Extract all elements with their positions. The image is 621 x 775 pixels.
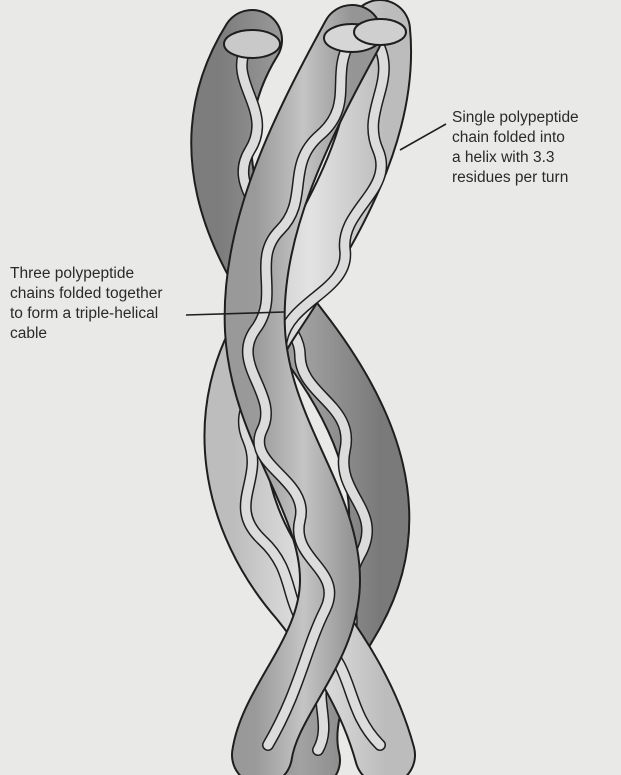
single-chain-label: Single polypeptide chain folded into a h… <box>452 108 617 188</box>
strand-end-cap <box>224 30 280 58</box>
strand-end-cap <box>354 19 406 45</box>
leader-line-single-chain <box>400 124 446 150</box>
triple-helix-label: Three polypeptide chains folded together… <box>10 264 220 344</box>
